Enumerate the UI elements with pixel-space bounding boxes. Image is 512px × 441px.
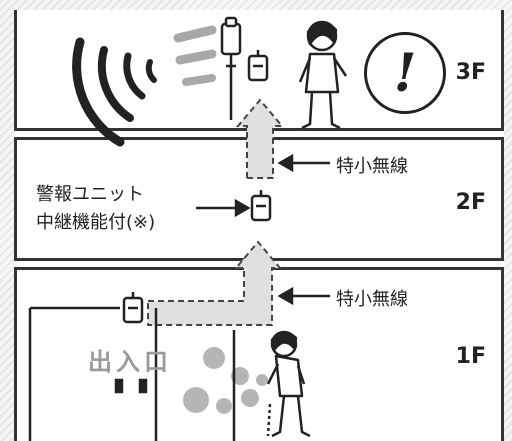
sound-waves-icon [72, 25, 217, 147]
door-icon [28, 306, 236, 441]
floor-label-2f: 2F [455, 190, 486, 215]
alert-unit-icon-2f [250, 190, 272, 222]
relay-label-line1: 警報ユニット [36, 184, 144, 205]
alert-mark: ! [393, 42, 417, 104]
alert-unit-icon-3f [247, 50, 269, 82]
person-icon-1f [266, 330, 311, 438]
link-label-top: 特小無線 [336, 156, 408, 177]
relay-label-line2: 中継機能付(※) [36, 212, 156, 233]
link-label-bottom: 特小無線 [336, 289, 408, 310]
alert-unit-icon-1f [122, 292, 144, 324]
speech-bubble-icon: ! [364, 32, 446, 114]
pointer-arrow-top [277, 153, 330, 173]
pointer-arrow-relay [196, 198, 251, 218]
smoke-icon [183, 347, 268, 414]
alarm-pole-icon [220, 16, 242, 120]
person-icon-3f [298, 20, 348, 130]
entrance-label: 出入口 [88, 348, 172, 376]
signal-arrow-2f-3f [235, 98, 285, 179]
pointer-arrow-bottom [277, 286, 330, 306]
signal-arrow-1f-2f [147, 240, 283, 326]
floor-label-1f: 1F [455, 344, 486, 369]
floor-label-3f: 3F [455, 60, 486, 85]
